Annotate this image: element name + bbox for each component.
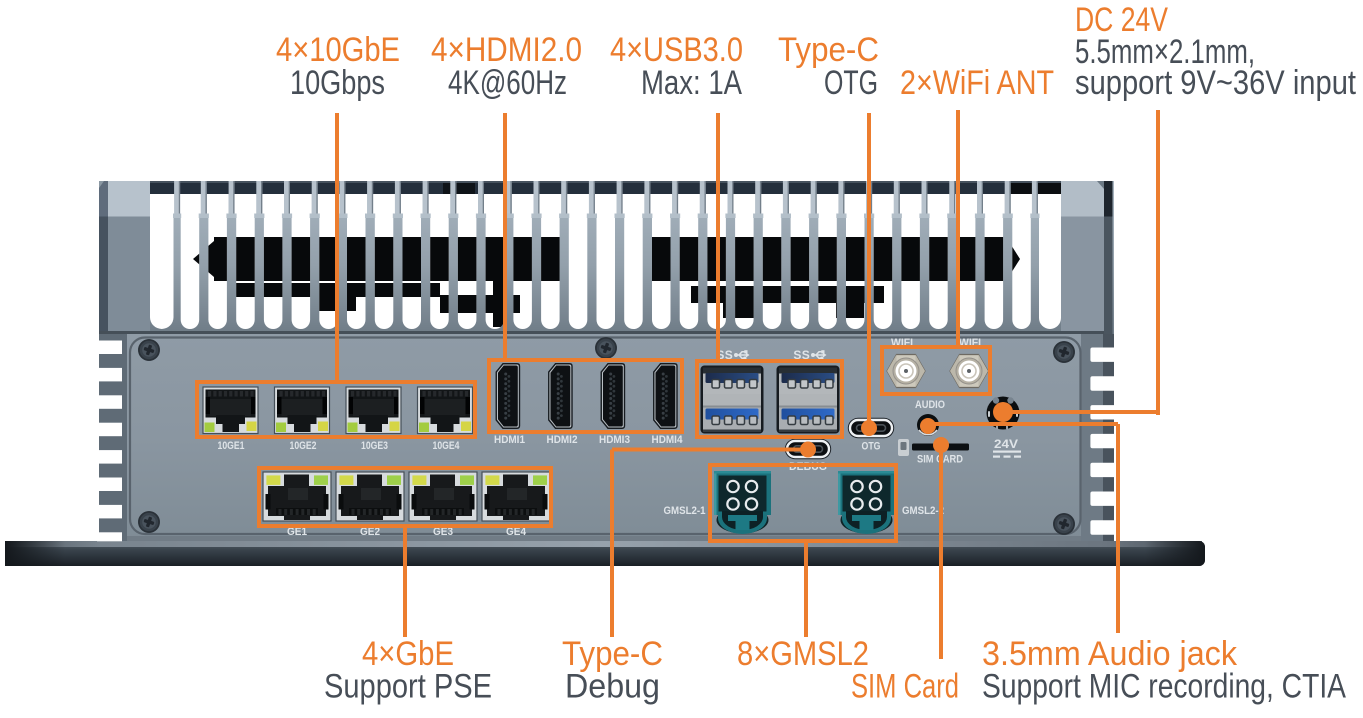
svg-text:4K@60Hz: 4K@60Hz <box>448 64 567 102</box>
svg-text:support 9V~36V input: support 9V~36V input <box>1075 64 1356 102</box>
svg-text:5.5mm×2.1mm,: 5.5mm×2.1mm, <box>1075 33 1255 71</box>
svg-text:GE4: GE4 <box>506 526 527 538</box>
svg-text:10Gbps: 10Gbps <box>290 64 385 102</box>
svg-text:SS: SS <box>793 348 810 362</box>
svg-text:4×10GbE: 4×10GbE <box>276 31 400 69</box>
svg-text:10GE4: 10GE4 <box>433 440 461 452</box>
svg-text:Max: 1A: Max: 1A <box>641 64 742 102</box>
svg-text:GE3: GE3 <box>433 526 453 538</box>
svg-text:4×USB3.0: 4×USB3.0 <box>610 31 743 69</box>
svg-text:10GE2: 10GE2 <box>290 440 317 452</box>
svg-text:HDMI1: HDMI1 <box>494 434 525 446</box>
svg-text:Debug: Debug <box>565 668 660 706</box>
svg-text:GE2: GE2 <box>360 526 380 538</box>
svg-text:SIM Card: SIM Card <box>851 668 959 706</box>
svg-text:2×WiFi ANT: 2×WiFi ANT <box>900 64 1054 102</box>
svg-text:OTG: OTG <box>862 441 881 453</box>
svg-text:AUDIO: AUDIO <box>915 399 945 411</box>
svg-text:GE1: GE1 <box>287 526 307 538</box>
svg-text:SS: SS <box>716 348 733 362</box>
svg-text:DC 24V: DC 24V <box>1075 1 1168 39</box>
svg-text:Support PSE: Support PSE <box>324 668 492 706</box>
svg-text:Type-C: Type-C <box>778 31 879 69</box>
svg-text:3.5mm Audio jack: 3.5mm Audio jack <box>982 635 1238 673</box>
svg-text:Type-C: Type-C <box>562 635 663 673</box>
svg-text:OTG: OTG <box>824 64 878 102</box>
svg-text:10GE3: 10GE3 <box>361 440 388 452</box>
svg-text:4×GbE: 4×GbE <box>362 635 454 673</box>
svg-text:HDMI3: HDMI3 <box>599 434 630 446</box>
svg-text:24V: 24V <box>994 439 1018 451</box>
svg-text:HDMI2: HDMI2 <box>547 434 578 446</box>
svg-text:GMSL2-2: GMSL2-2 <box>902 505 944 517</box>
svg-text:10GE1: 10GE1 <box>218 440 245 452</box>
svg-text:Support MIC recording, CTIA: Support MIC recording, CTIA <box>982 668 1346 706</box>
svg-text:GMSL2-1: GMSL2-1 <box>664 505 706 517</box>
svg-text:8×GMSL2: 8×GMSL2 <box>737 635 869 673</box>
svg-text:HDMI4: HDMI4 <box>652 434 684 446</box>
svg-text:4×HDMI2.0: 4×HDMI2.0 <box>431 31 582 69</box>
